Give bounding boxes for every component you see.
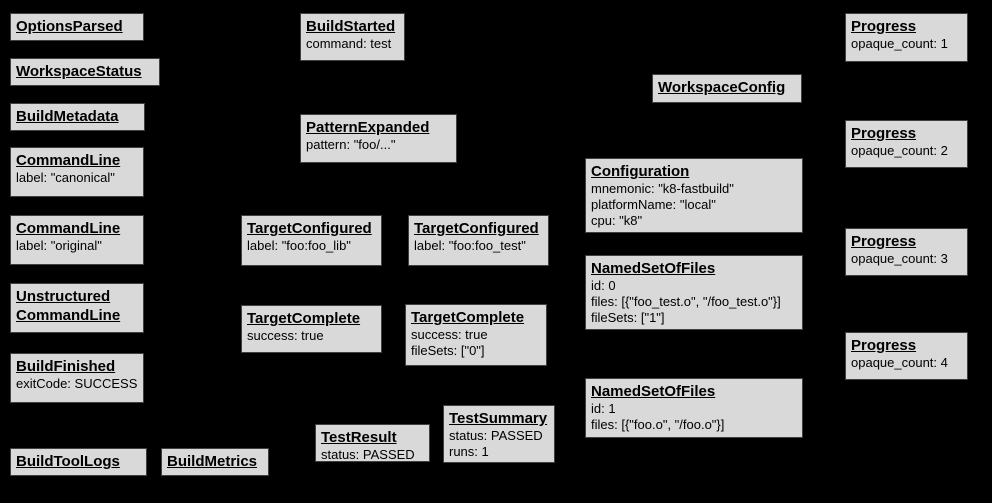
node-title: CommandLine xyxy=(16,152,121,169)
node-field: fileSets: ["1"] xyxy=(591,310,665,325)
node-build-metadata: BuildMetadata xyxy=(10,103,145,131)
node-title: TestResult xyxy=(321,429,397,446)
node-field: label: "foo:foo_test" xyxy=(414,238,526,253)
node-options-parsed: OptionsParsed xyxy=(10,13,144,41)
node-field: opaque_count: 1 xyxy=(851,36,948,51)
node-title: CommandLine xyxy=(16,307,121,324)
node-field: opaque_count: 3 xyxy=(851,251,948,266)
node-field: id: 0 xyxy=(591,278,616,293)
node-field: cpu: "k8" xyxy=(591,213,643,228)
node-title: BuildMetadata xyxy=(16,108,119,125)
node-field: success: true xyxy=(411,327,488,342)
node-field: mnemonic: "k8-fastbuild" xyxy=(591,181,734,196)
node-title: Configuration xyxy=(591,163,690,180)
node-field: fileSets: ["0"] xyxy=(411,343,485,358)
node-title: WorkspaceConfig xyxy=(658,79,786,96)
node-title: BuildMetrics xyxy=(167,453,258,470)
node-field: opaque_count: 4 xyxy=(851,355,948,370)
node-field: files: [{"foo_test.o", "/foo_test.o"}] xyxy=(591,294,781,309)
node-title: Progress xyxy=(851,125,917,142)
node-field: id: 1 xyxy=(591,401,616,416)
node-field: opaque_count: 2 xyxy=(851,143,948,158)
node-title: TargetComplete xyxy=(247,310,361,327)
node-title: Unstructured xyxy=(16,288,111,305)
node-title: BuildFinished xyxy=(16,358,116,375)
node-title: Progress xyxy=(851,233,917,250)
node-title: TestSummary xyxy=(449,410,548,427)
node-title: TargetConfigured xyxy=(247,220,372,237)
node-field: status: PASSED xyxy=(449,428,543,443)
node-field: label: "foo:foo_lib" xyxy=(247,238,351,253)
node-title: WorkspaceStatus xyxy=(16,63,142,80)
node-title: OptionsParsed xyxy=(16,18,123,35)
node-title: CommandLine xyxy=(16,220,121,237)
node-field: status: PASSED xyxy=(321,447,415,462)
node-workspace-status: WorkspaceStatus xyxy=(10,58,160,86)
node-title: BuildToolLogs xyxy=(16,453,120,470)
node-title: BuildStarted xyxy=(306,18,396,35)
node-title: TargetComplete xyxy=(411,309,525,326)
node-field: exitCode: SUCCESS xyxy=(16,376,138,391)
node-field: runs: 1 xyxy=(449,444,489,459)
node-field: label: "original" xyxy=(16,238,102,253)
node-title: NamedSetOfFiles xyxy=(591,383,716,400)
node-title: Progress xyxy=(851,18,917,35)
node-workspace-config: WorkspaceConfig xyxy=(652,74,802,103)
node-title: Progress xyxy=(851,337,917,354)
node-build-tool-logs: BuildToolLogs xyxy=(10,448,147,476)
node-field: platformName: "local" xyxy=(591,197,716,212)
node-field: command: test xyxy=(306,36,392,51)
node-field: pattern: "foo/..." xyxy=(306,137,396,152)
node-build-metrics: BuildMetrics xyxy=(161,448,269,476)
node-title: PatternExpanded xyxy=(306,119,430,136)
node-field: label: "canonical" xyxy=(16,170,115,185)
node-field: files: [{"foo.o", "/foo.o"}] xyxy=(591,417,725,432)
node-title: NamedSetOfFiles xyxy=(591,260,716,277)
node-field: success: true xyxy=(247,328,324,343)
node-title: TargetConfigured xyxy=(414,220,539,237)
